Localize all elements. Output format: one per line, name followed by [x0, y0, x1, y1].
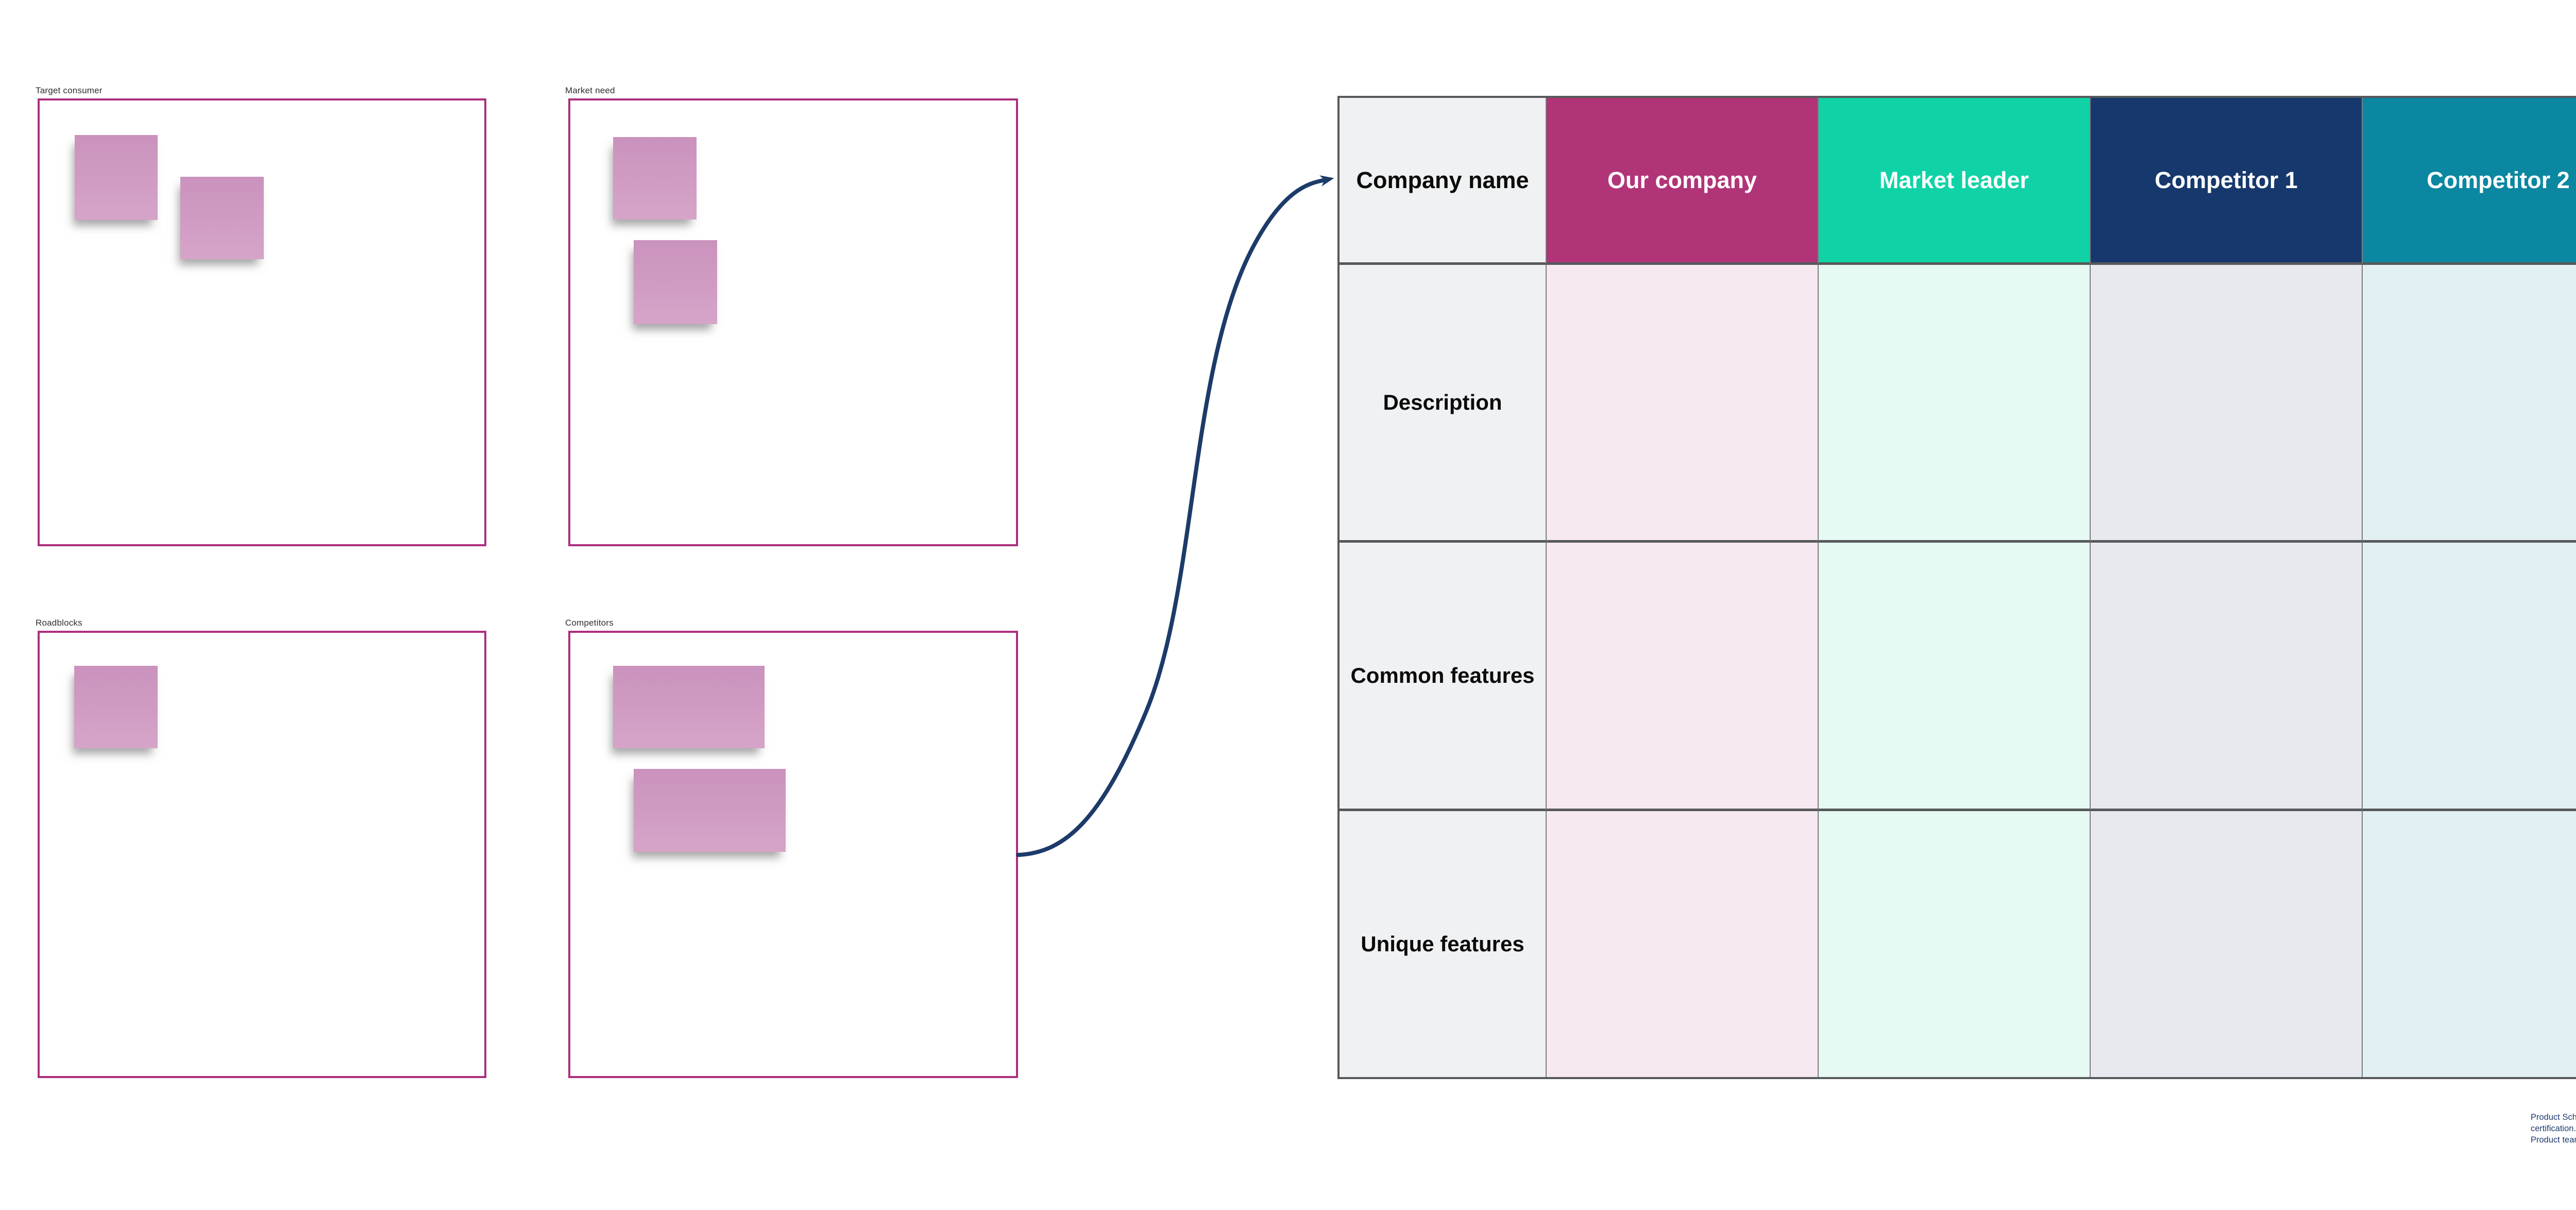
sticky-note[interactable]	[613, 137, 697, 220]
table-cell[interactable]	[1819, 811, 2091, 1077]
comparison-table: Company name Our company Market leader C…	[1337, 96, 2576, 1079]
table-header-company-name[interactable]: Company name	[1340, 98, 1547, 265]
table-cell[interactable]	[2091, 265, 2363, 543]
table-cell[interactable]	[1547, 811, 1819, 1077]
table-cell[interactable]	[2363, 265, 2576, 543]
table-cell[interactable]	[1547, 543, 1819, 811]
connector-arrow-path[interactable]	[1016, 175, 1334, 857]
table-header-our-company[interactable]: Our company	[1547, 98, 1819, 265]
table-cell[interactable]	[2091, 811, 2363, 1077]
sticky-note[interactable]	[74, 666, 158, 748]
table-cell[interactable]	[1547, 265, 1819, 543]
sticky-note[interactable]	[180, 177, 264, 259]
table-cell[interactable]	[1819, 265, 2091, 543]
sticky-note[interactable]	[634, 240, 717, 324]
table-row-label-common-features[interactable]: Common features	[1340, 543, 1547, 811]
section-label-market-need: Market need	[565, 86, 615, 95]
table-cell[interactable]	[2091, 543, 2363, 811]
sticky-note[interactable]	[75, 135, 158, 220]
sticky-note[interactable]	[613, 666, 765, 748]
table-header-competitor-1[interactable]: Competitor 1	[2091, 98, 2363, 265]
section-label-target-consumer: Target consumer	[36, 86, 103, 95]
table-cell[interactable]	[1819, 543, 2091, 811]
section-label-roadblocks: Roadblocks	[36, 618, 82, 628]
table-cell[interactable]	[2363, 811, 2576, 1077]
table-row-label-description[interactable]: Description	[1340, 265, 1547, 543]
table-header-market-leader[interactable]: Market leader	[1819, 98, 2091, 265]
sticky-note[interactable]	[634, 769, 786, 852]
table-cell[interactable]	[2363, 543, 2576, 811]
table-row-label-unique-features[interactable]: Unique features	[1340, 811, 1547, 1077]
section-label-competitors: Competitors	[565, 618, 614, 628]
table-header-competitor-2[interactable]: Competitor 2	[2363, 98, 2576, 265]
product-school-description: Product School is the global leader in P…	[2531, 1113, 2576, 1145]
